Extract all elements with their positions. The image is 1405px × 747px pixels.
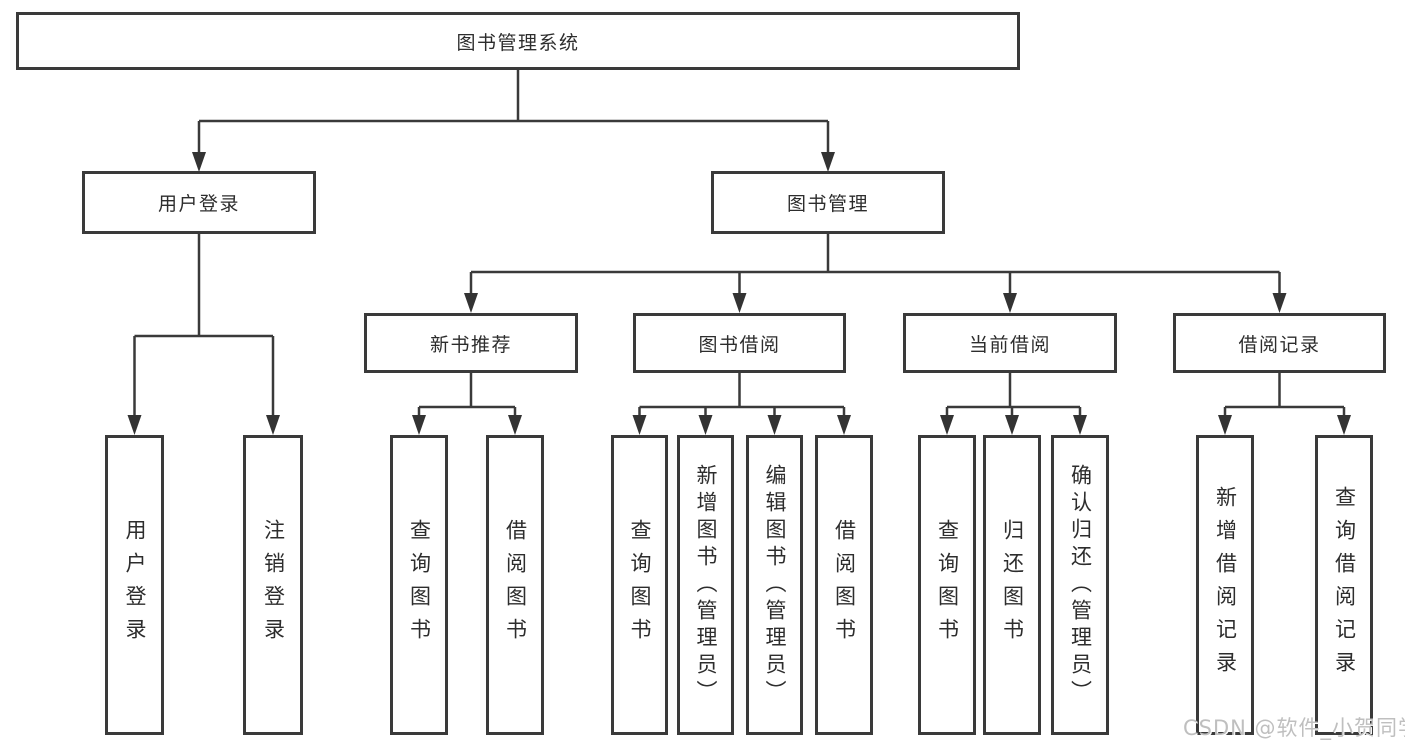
node-label: 新增借阅记录 — [1213, 486, 1238, 684]
node-label: 借阅图书 — [832, 519, 857, 651]
node-label: 归还图书 — [1000, 519, 1025, 651]
node-user-login: 用户登录 — [82, 171, 316, 234]
leaf-borrow-edit-book-admin: 编辑图书（管理员） — [746, 435, 803, 735]
node-label: 借阅记录 — [1238, 333, 1321, 356]
node-label: 用户登录 — [123, 519, 147, 651]
node-label: 图书管理 — [786, 193, 869, 215]
node-current-borrow: 当前借阅 — [903, 313, 1117, 373]
node-label: 查询图书 — [407, 519, 432, 651]
csdn-watermark: CSDN @软件_小贺同学 — [1183, 716, 1405, 740]
node-label: 当前借阅 — [968, 333, 1051, 356]
leaf-records-add-record: 新增借阅记录 — [1196, 435, 1254, 735]
node-label: 图书借阅 — [698, 333, 781, 356]
leaf-recommend-borrow-book: 借阅图书 — [486, 435, 544, 735]
node-label: 图书管理系统 — [456, 31, 580, 54]
leaf-borrow-query-book: 查询图书 — [611, 435, 668, 735]
node-book-management: 图书管理 — [711, 171, 945, 234]
node-label: 注销登录 — [261, 519, 286, 651]
leaf-current-query-book: 查询图书 — [918, 435, 976, 735]
leaf-recommend-query-book: 查询图书 — [390, 435, 448, 735]
node-borrow-records: 借阅记录 — [1173, 313, 1386, 373]
leaf-borrow-borrow-book: 借阅图书 — [815, 435, 873, 735]
node-new-book-recommend: 新书推荐 — [364, 313, 578, 373]
node-label: 查询图书 — [628, 519, 652, 651]
node-label: 查询借阅记录 — [1332, 486, 1357, 684]
leaf-records-query-record: 查询借阅记录 — [1315, 435, 1373, 735]
node-label: 确认归还（管理员） — [1068, 463, 1093, 707]
node-label: 用户登录 — [157, 193, 240, 215]
leaf-logout-login: 注销登录 — [243, 435, 303, 735]
leaf-user-login: 用户登录 — [105, 435, 164, 735]
node-label: 新增图书（管理员） — [694, 463, 718, 707]
leaf-current-confirm-return-admin: 确认归还（管理员） — [1051, 435, 1109, 735]
leaf-borrow-add-book-admin: 新增图书（管理员） — [677, 435, 734, 735]
node-label: 新书推荐 — [429, 333, 512, 356]
node-label: 借阅图书 — [503, 519, 528, 651]
node-root: 图书管理系统 — [16, 12, 1020, 70]
node-label: 编辑图书（管理员） — [763, 463, 787, 707]
node-label: 查询图书 — [935, 519, 960, 651]
leaf-current-return-book: 归还图书 — [983, 435, 1041, 735]
node-book-borrow: 图书借阅 — [633, 313, 846, 373]
